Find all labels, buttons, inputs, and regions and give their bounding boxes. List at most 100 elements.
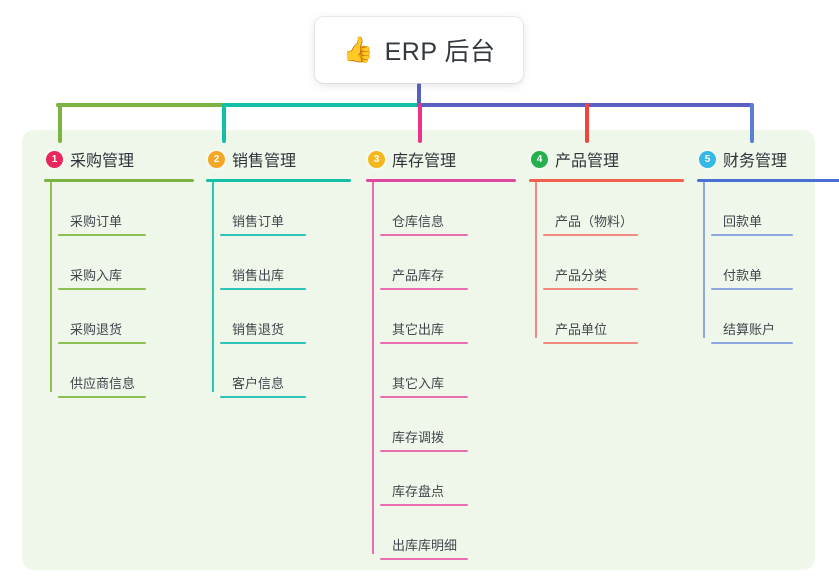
branch-item-body: 库存调拨	[380, 427, 468, 452]
branch-item[interactable]: 供应商信息	[58, 344, 146, 398]
branch-item[interactable]: 采购订单	[58, 182, 146, 236]
branch-item-body: 销售订单	[220, 211, 306, 236]
connector-segment-2	[222, 103, 420, 107]
branch-item-rule	[543, 288, 638, 290]
branch-item-body: 其它入库	[380, 373, 468, 398]
branch-item-rule	[380, 450, 468, 452]
branch-item[interactable]: 销售订单	[220, 182, 306, 236]
branch-item[interactable]: 回款单	[711, 182, 793, 236]
branch-item-label: 采购订单	[70, 214, 123, 229]
branch-title: 产品管理	[555, 153, 620, 170]
branch-item[interactable]: 产品（物料）	[543, 182, 638, 236]
branch-item[interactable]: 销售退货	[220, 290, 306, 344]
branch-header-产品管理[interactable]: 4 产品管理	[529, 146, 684, 172]
branch-items: 仓库信息产品库存其它出库其它入库库存调拨库存盘点出库库明细	[366, 182, 516, 560]
branch-item-label: 销售退货	[232, 322, 285, 337]
branch-column-产品管理[interactable]: 4 产品管理产品（物料） 产品分类产品单位	[529, 146, 684, 344]
branch-badge-5: 5	[699, 150, 716, 168]
branch-item[interactable]: 付款单	[711, 236, 793, 290]
branch-stem-库存管理	[418, 103, 422, 143]
diagram-panel	[22, 130, 815, 570]
branch-column-财务管理[interactable]: 5 财务管理回款单付款单结算账户	[697, 146, 839, 344]
branch-item-label: 采购退货	[70, 322, 123, 337]
branch-items: 产品（物料） 产品分类产品单位	[529, 182, 684, 344]
branch-item-label: 付款单	[723, 268, 763, 283]
branch-item-label: 库存调拨	[392, 430, 445, 445]
branch-item[interactable]: 库存盘点	[380, 452, 468, 506]
branch-item[interactable]: 出库库明细	[380, 506, 468, 560]
branch-stem-产品管理	[585, 103, 589, 143]
branch-item[interactable]: 仓库信息	[380, 182, 468, 236]
branch-item-body: 库存盘点	[380, 481, 468, 506]
branch-item-label: 产品单位	[555, 322, 608, 337]
branch-items: 采购订单采购入库采购退货供应商信息	[44, 182, 194, 398]
branch-item-label: 出库库明细	[392, 538, 458, 553]
branch-column-销售管理[interactable]: 2 销售管理销售订单销售出库销售退货客户信息	[206, 146, 351, 398]
root-node[interactable]: 👍 ERP 后台	[315, 17, 523, 83]
branch-item[interactable]: 产品库存	[380, 236, 468, 290]
branch-item-rule	[58, 342, 146, 344]
branch-stem-财务管理	[750, 103, 754, 143]
branch-item-body: 产品单位	[543, 319, 638, 344]
branch-item-body: 产品库存	[380, 265, 468, 290]
thumbs-up-icon: 👍	[342, 35, 374, 64]
branch-item-rule	[543, 342, 638, 344]
branch-item[interactable]: 其它入库	[380, 344, 468, 398]
branch-item[interactable]: 采购退货	[58, 290, 146, 344]
connector-segment-1	[56, 103, 224, 107]
branch-spine	[703, 182, 705, 338]
branch-item-rule	[380, 288, 468, 290]
branch-badge-4: 4	[531, 150, 548, 168]
branch-item-label: 其它入库	[392, 376, 445, 391]
branch-item[interactable]: 结算账户	[711, 290, 793, 344]
branch-item-label: 库存盘点	[392, 484, 445, 499]
branch-rule	[206, 179, 351, 182]
branch-badge-3: 3	[368, 150, 385, 168]
branch-item[interactable]: 客户信息	[220, 344, 306, 398]
branch-item-body: 采购入库	[58, 265, 146, 290]
branch-item[interactable]: 产品单位	[543, 290, 638, 344]
branch-item-rule	[220, 342, 306, 344]
branch-item-rule	[380, 504, 468, 506]
branch-item-label: 仓库信息	[392, 214, 445, 229]
branch-item-rule	[220, 396, 306, 398]
branch-item[interactable]: 采购入库	[58, 236, 146, 290]
branch-stem-采购管理	[58, 103, 62, 143]
branch-item-body: 产品（物料）	[543, 211, 638, 236]
branch-rule	[529, 179, 684, 182]
branch-item-body: 付款单	[711, 265, 793, 290]
branch-rule	[44, 179, 194, 182]
branch-item-rule	[380, 342, 468, 344]
branch-item[interactable]: 销售出库	[220, 236, 306, 290]
branch-column-库存管理[interactable]: 3 库存管理仓库信息产品库存其它出库其它入库库存调拨库存盘点出库库明细	[366, 146, 516, 560]
branch-item-rule	[220, 288, 306, 290]
branch-item-label: 供应商信息	[70, 376, 136, 391]
page-title: ERP 后台	[384, 38, 496, 66]
branch-item[interactable]: 其它出库	[380, 290, 468, 344]
branch-spine	[212, 182, 214, 392]
branch-item-label: 产品（物料）	[555, 214, 634, 229]
branch-header-销售管理[interactable]: 2 销售管理	[206, 146, 351, 172]
branch-items: 销售订单销售出库销售退货客户信息	[206, 182, 351, 398]
branch-item-body: 回款单	[711, 211, 793, 236]
branch-item-rule	[58, 396, 146, 398]
branch-rule	[366, 179, 516, 182]
branch-badge-2: 2	[208, 150, 225, 168]
branch-items: 回款单付款单结算账户	[697, 182, 839, 344]
branch-item-label: 采购入库	[70, 268, 123, 283]
branch-item-rule	[380, 396, 468, 398]
branch-title: 库存管理	[392, 153, 457, 170]
branch-item[interactable]: 产品分类	[543, 236, 638, 290]
branch-title: 财务管理	[723, 153, 788, 170]
branch-spine	[535, 182, 537, 338]
branch-item-rule	[711, 342, 793, 344]
branch-item-body: 采购订单	[58, 211, 146, 236]
branch-header-财务管理[interactable]: 5 财务管理	[697, 146, 839, 172]
root-stem	[417, 83, 421, 107]
branch-title: 销售管理	[232, 153, 297, 170]
branch-header-库存管理[interactable]: 3 库存管理	[366, 146, 516, 172]
branch-item[interactable]: 库存调拨	[380, 398, 468, 452]
